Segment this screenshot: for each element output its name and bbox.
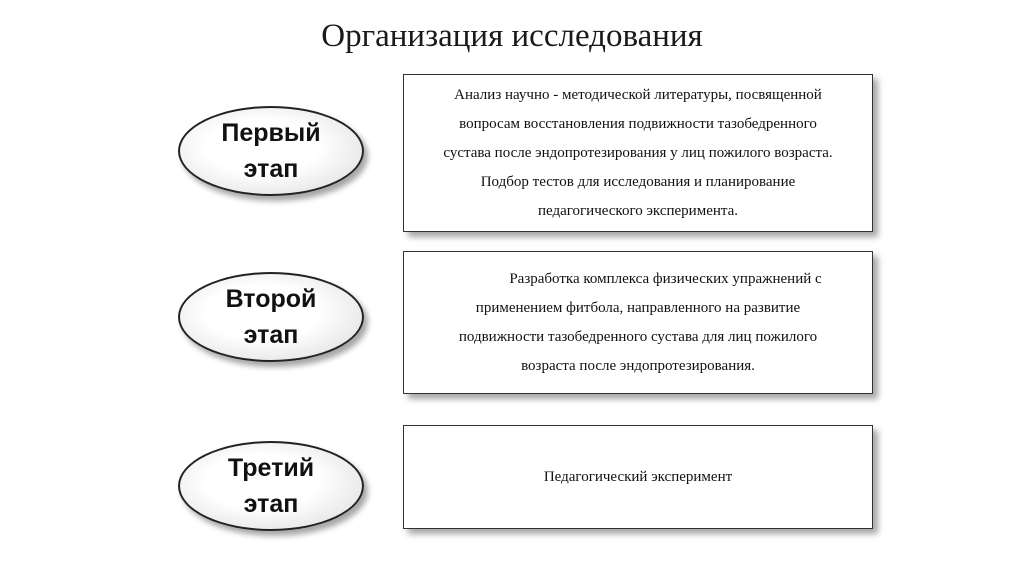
stage-1-text-line: Подбор тестов для исследования и планиро… (480, 173, 796, 190)
stage-1-description-box: Анализ научно - методической литературы,… (403, 74, 873, 232)
stage-1-label-line1: Первый (221, 119, 321, 147)
stage-1-text-line: сустава после эндопротезирования у лиц п… (443, 144, 833, 161)
stage-3-label-line1: Третий (227, 454, 315, 482)
stage-2-text-line-indented: Разработка комплекса физических упражнен… (509, 270, 822, 287)
stage-2-text-line: возраста после эндопротезирования. (521, 357, 755, 374)
stage-1-text-line: педагогического эксперимента. (537, 202, 739, 219)
stage-1-text-line: вопросам восстановления подвижности тазо… (459, 115, 817, 132)
stage-2-oval: Второй этап (178, 272, 364, 362)
stage-2-label-line2: этап (243, 321, 299, 349)
stage-2-text-line: подвижности тазобедренного сустава для л… (458, 328, 818, 345)
page-title: Организация исследования (321, 18, 703, 54)
stage-3-label-line2: этап (243, 490, 299, 518)
stage-1-oval: Первый этап (178, 106, 364, 196)
stage-1-text-line: Анализ научно - методической литературы,… (454, 86, 822, 103)
stage-2-text-line: применением фитбола, направленного на ра… (475, 299, 801, 316)
stage-2-label-line1: Второй (225, 285, 317, 313)
stage-3-text-line: Педагогический эксперимент (543, 468, 733, 485)
stage-3-oval: Третий этап (178, 441, 364, 531)
stage-2-text-line: Разработка комплекса физических упражнен… (454, 265, 821, 294)
stage-2-description-box: Разработка комплекса физических упражнен… (403, 251, 873, 394)
stage-3-description-box: Педагогический эксперимент (403, 425, 873, 529)
stage-1-label-line2: этап (243, 155, 299, 183)
